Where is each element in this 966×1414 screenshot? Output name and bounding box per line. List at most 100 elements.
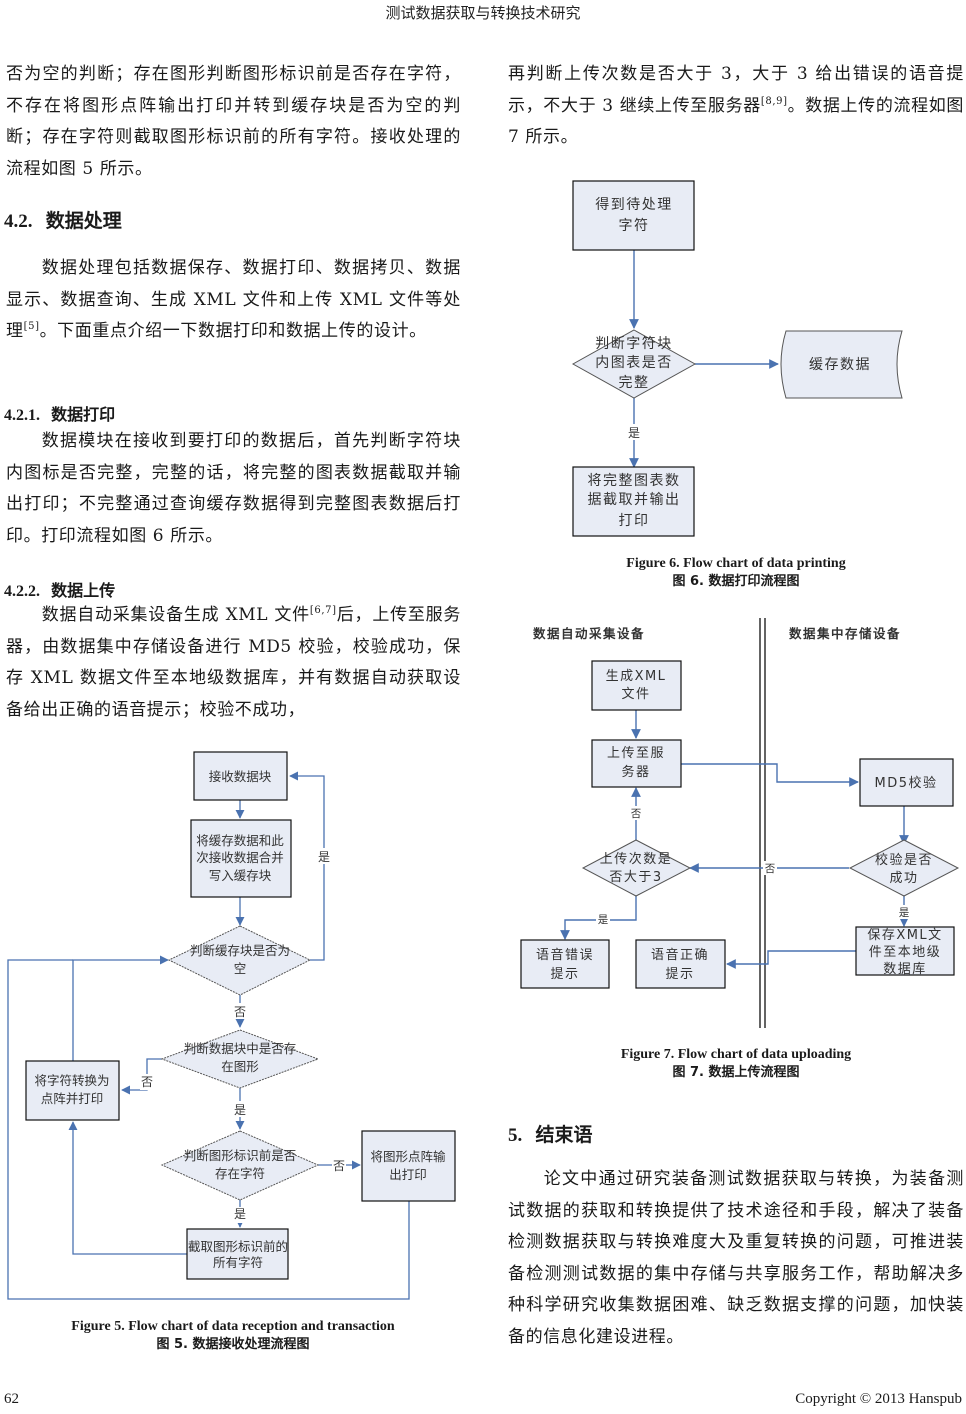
f5-node-receive [193, 751, 288, 801]
f7-text: 生成XML [606, 669, 667, 684]
f5-label-yes: 是 [234, 1103, 246, 1117]
citation: [6,7] [309, 605, 337, 616]
f6-text: 打印 [619, 512, 650, 529]
f7-text: 文件 [621, 687, 650, 702]
f7-text: 上传次数是 [600, 851, 673, 867]
f7-lane-title: 数据自动采集设备 [532, 626, 645, 641]
f7-text: 上传至服 [607, 746, 665, 761]
f6-node-cut-print [572, 466, 695, 537]
f7-text: 数据库 [883, 961, 927, 977]
f5-node-cut-chars [186, 1228, 289, 1280]
f7-node-verify-ok [848, 839, 960, 897]
f5-node-chars-before [160, 1130, 320, 1201]
figure-7-flowchart: 数据自动采集设备 数据集中存储设备 生成XML 文件 上传至服 务器 MD5校验… [520, 618, 960, 1028]
f7-label-no: 否 [631, 808, 642, 820]
copyright: Copyright © 2013 Hanspub [795, 1391, 962, 1407]
f7-label-yes: 是 [598, 914, 609, 926]
f6-node-get-chars [572, 180, 695, 251]
f5-text: 写入缓存块 [209, 868, 272, 883]
f5-label-yes: 是 [318, 850, 330, 864]
f5-label-no: 否 [234, 1005, 246, 1019]
f5-text: 点阵并打印 [41, 1091, 104, 1106]
section-heading-4-2-1: 4.2.1. 数据打印 [4, 405, 116, 424]
f5-text: 次接收数据合并 [196, 850, 284, 865]
f6-text: 判断字符块 [595, 336, 673, 352]
f7-lane-title: 数据集中存储设备 [788, 626, 901, 641]
f5-text: 将图形点阵输 [370, 1149, 446, 1164]
f7-text: 提示 [550, 966, 579, 982]
f5-node-to-dotmatrix [25, 1060, 120, 1121]
citation: [8,9] [760, 95, 788, 107]
f5-text: 判断图形标识前是否 [184, 1148, 297, 1163]
f7-text: 务器 [621, 764, 650, 780]
f7-node-gen-xml [591, 660, 682, 711]
f7-text: 成功 [889, 871, 918, 886]
f5-label-no: 否 [333, 1159, 345, 1173]
f5-arrow [289, 771, 325, 961]
left-para-1: 否为空的判断；存在图形判断图形标识前是否存在字符，不存在将图形点阵输出打印并转到… [6, 64, 461, 179]
figure-6-caption: Figure 6. Flow chart of data printing 图 … [626, 556, 846, 589]
figure-5-flowchart: 接收数据块 将缓存数据和此 次接收数据合并 写入缓存块 判断缓存块是否为 空 判… [7, 751, 456, 1300]
f5-node-has-graphic [160, 1029, 320, 1089]
f5-text: 在图形 [221, 1059, 259, 1074]
f6-text: 将完整图表数 [588, 473, 681, 489]
figure-7-caption: Figure 7. Flow chart of data uploading 图… [620, 1047, 852, 1080]
f7-arrow [726, 950, 856, 969]
right-para-2: 论文中通过研究装备测试数据获取与转换，为装备测试数据的获取和转换提供了技术途径和… [508, 1169, 964, 1347]
figure-6-flowchart: 得到待处理 字符 判断字符块 内图表是否 完整 缓存数据 将完整图表数 据截取并… [571, 180, 903, 537]
f5-text: 判断数据块中是否存 [184, 1041, 297, 1056]
section-heading-5: 5. 结束语 [508, 1124, 593, 1146]
f7-arrow [681, 763, 859, 787]
f7-node-voice-error [520, 939, 610, 989]
f6-node-cache [780, 330, 903, 399]
figure-5-caption: Figure 5. Flow chart of data reception a… [71, 1319, 395, 1352]
f7-text: 语音错误 [536, 947, 594, 963]
f5-text: 所有字符 [213, 1255, 263, 1270]
f7-text: 否大于3 [609, 870, 662, 885]
f7-label-yes: 是 [899, 907, 910, 919]
section-heading-4-2: 4.2. 数据处理 [4, 210, 122, 232]
f7-node-md5 [859, 758, 954, 807]
f7-text: 件至本地级 [869, 945, 942, 960]
f7-node-upload [591, 739, 682, 788]
f7-text: 提示 [665, 966, 694, 982]
f5-label-no: 否 [141, 1075, 153, 1089]
f5-text: 将字符转换为 [34, 1073, 109, 1088]
f5-text: 判断缓存块是否为 [190, 943, 290, 958]
f6-text: 完整 [619, 375, 650, 391]
f7-text: 语音正确 [651, 947, 709, 963]
f5-node-output-graphic [361, 1130, 456, 1202]
left-para-2: 数据处理包括数据保存、数据打印、数据拷贝、数据显示、数据查询、生成 XML 文件… [6, 258, 461, 341]
f5-arrow [72, 955, 169, 1061]
section-heading-4-2-2: 4.2.2. 数据上传 [4, 581, 116, 600]
f5-text: 存在字符 [215, 1166, 265, 1181]
left-para-4: 数据自动采集设备生成 XML 文件[6,7]后，上传至服务器，由数据集中存储设备… [6, 605, 462, 720]
page-number: 62 [4, 1391, 19, 1407]
f6-text: 据截取并输出 [588, 492, 681, 508]
f5-text: 将缓存数据和此 [196, 833, 284, 848]
f5-label-yes: 是 [234, 1207, 246, 1221]
f5-text: 出打印 [389, 1167, 427, 1182]
right-para-1: 再判断上传次数是否大于 3，大于 3 给出错误的语音提示，不大于 3 继续上传至… [508, 64, 964, 147]
f5-node-is-empty [167, 925, 312, 996]
running-head: 测试数据获取与转换技术研究 [385, 4, 581, 22]
f5-text: 空 [234, 961, 247, 976]
f7-node-voice-ok [635, 939, 726, 989]
f6-label-yes: 是 [628, 426, 640, 440]
f7-label-no: 否 [765, 863, 776, 875]
f7-node-count-gt3 [581, 839, 692, 897]
f5-arrow [7, 959, 410, 1300]
f6-text: 内图表是否 [595, 355, 673, 371]
f7-text: MD5校验 [875, 775, 938, 791]
f7-node-save-xml [855, 926, 955, 976]
left-para-3: 数据模块在接收到要打印的数据后，首先判断字符块内图标是否完整，完整的话，将完整的… [6, 431, 461, 546]
f6-text: 得到待处理 [595, 196, 673, 213]
f7-text: 保存XML文 [867, 928, 942, 943]
f6-text: 字符 [619, 218, 650, 234]
f6-text: 缓存数据 [809, 357, 871, 373]
citation: [5] [23, 321, 40, 332]
f5-node-merge [190, 819, 292, 898]
f5-text: 截取图形标识前的 [188, 1239, 288, 1254]
f5-arrow [68, 1121, 188, 1255]
f6-node-check-complete [571, 329, 697, 399]
